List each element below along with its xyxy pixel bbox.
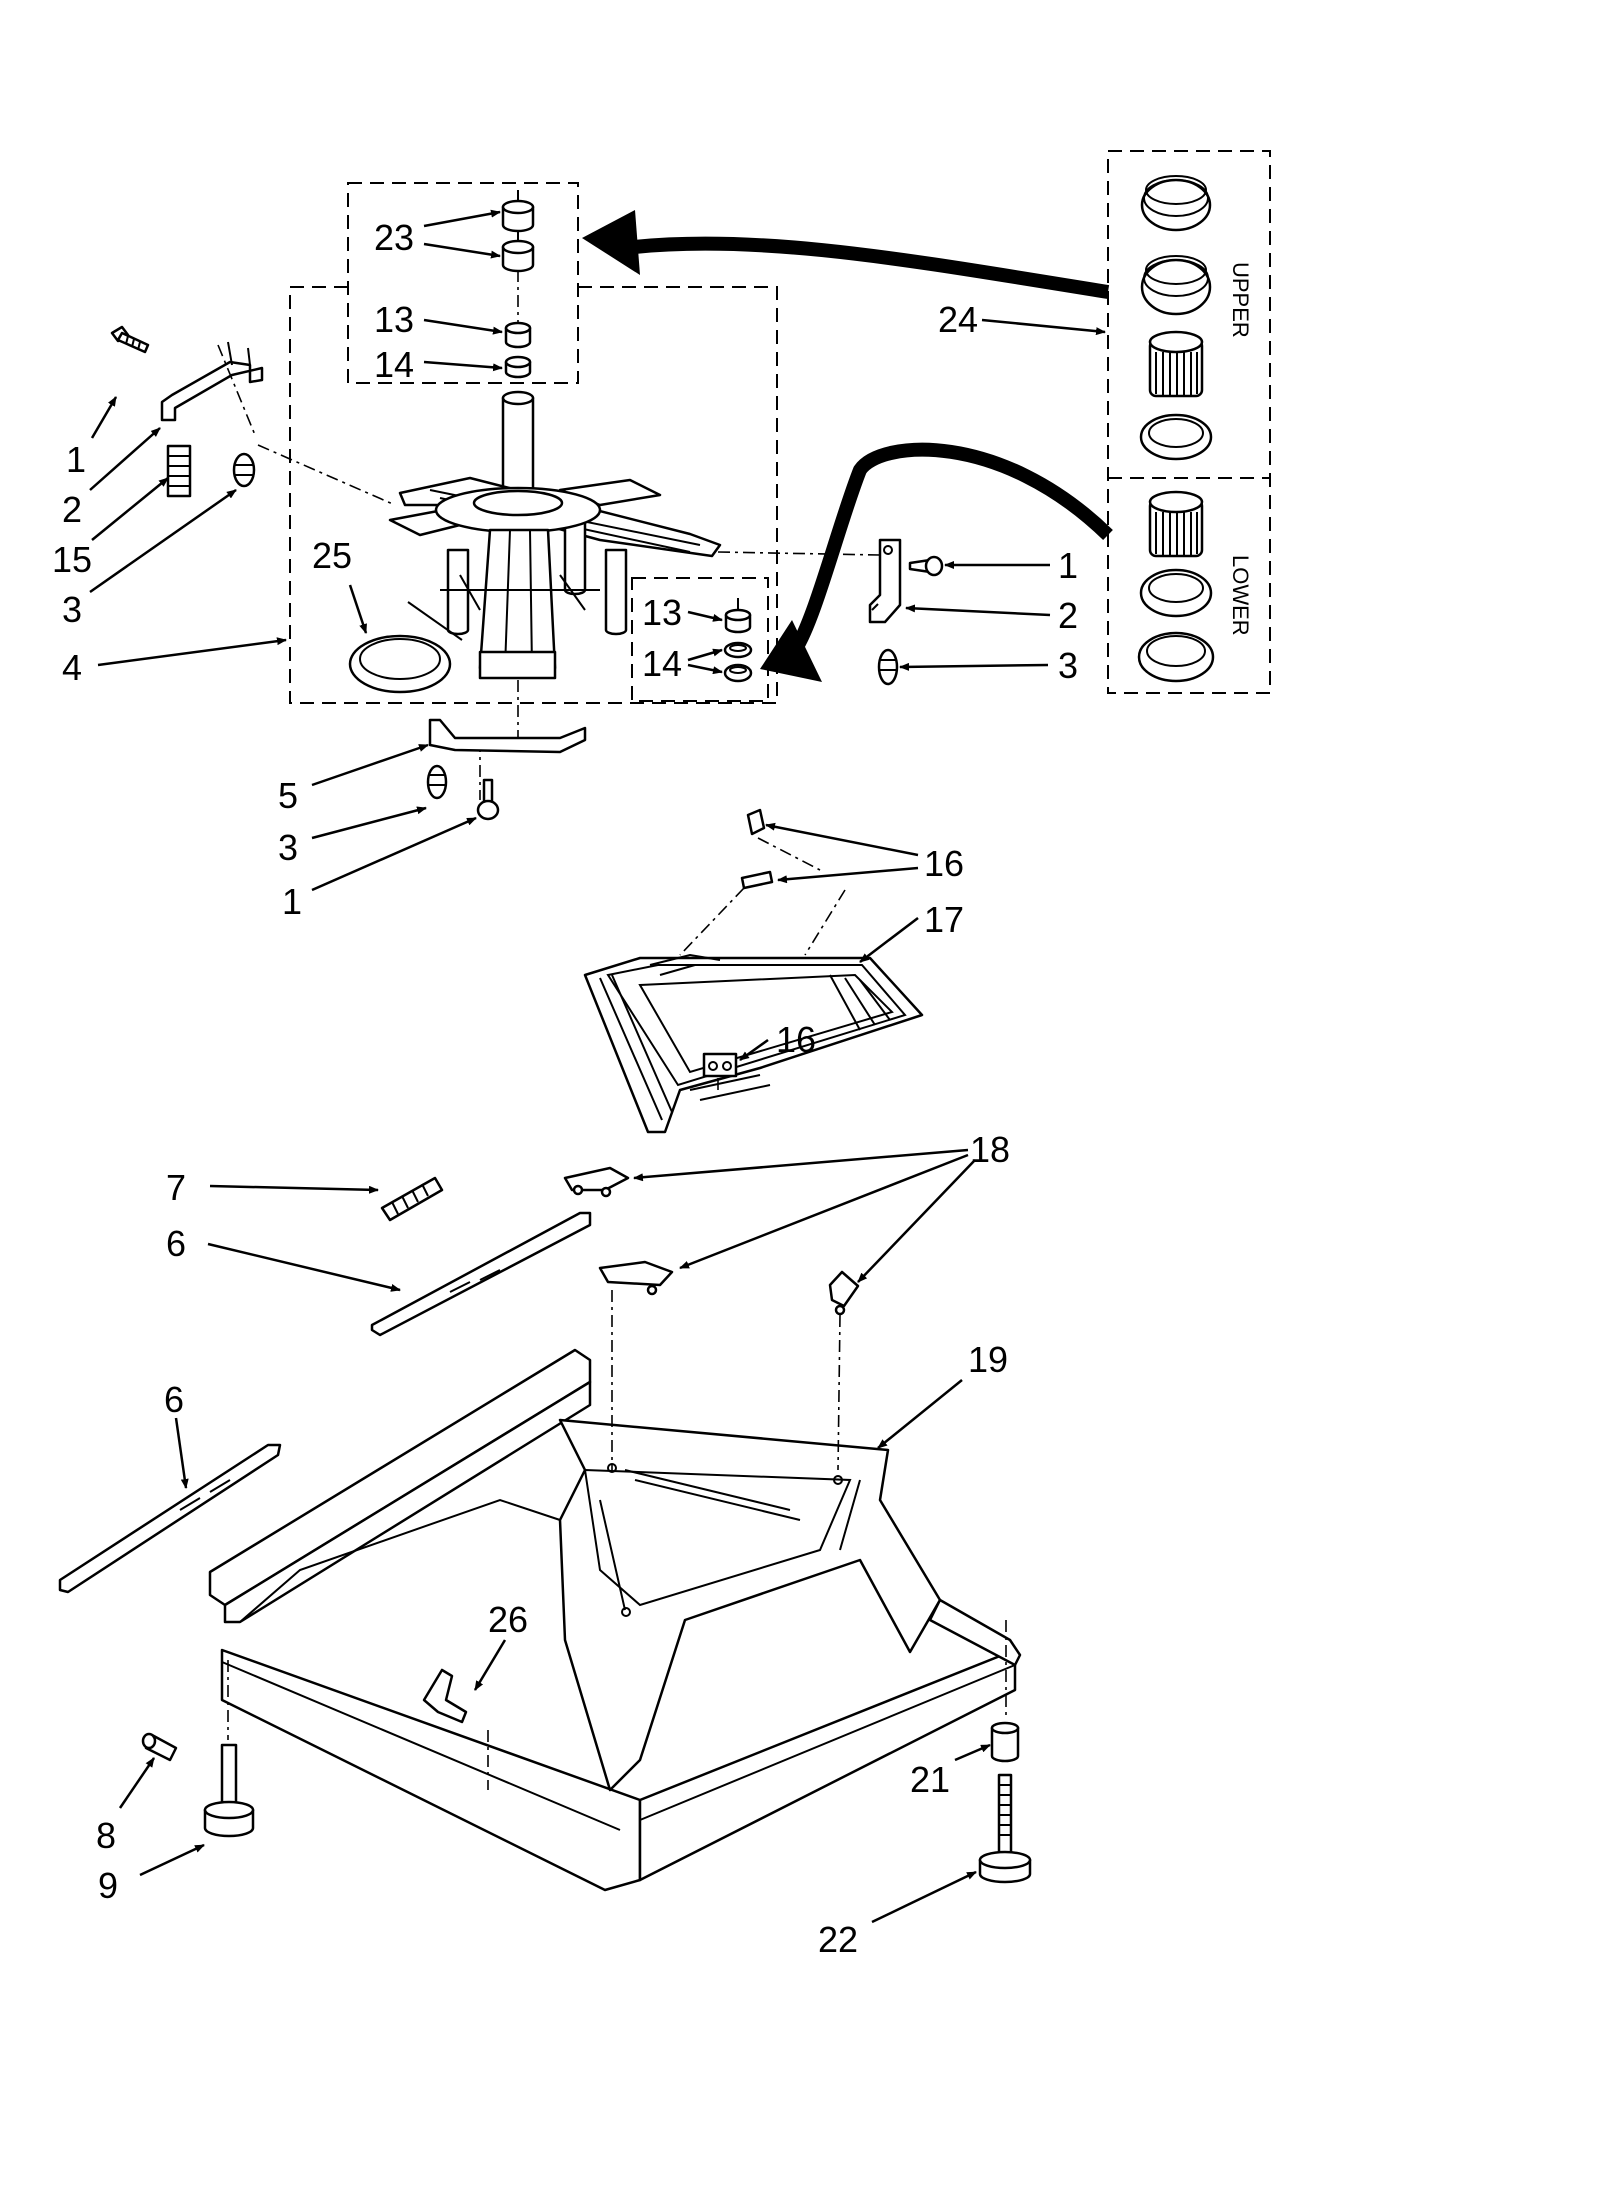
spring-7-icon [380,1176,444,1222]
hinge-18-mid-icon [598,1260,674,1296]
callout-3-left: 3 [62,589,82,630]
lower-washer-2-icon [1137,631,1215,683]
base-frame-19 [208,1290,1022,1892]
bracket-5-icon [428,718,587,754]
grommet-group-box-top [347,182,579,384]
spring-15-icon [166,444,192,498]
screw-1-bottom-icon [476,778,500,821]
callout-16-top: 16 [924,843,964,884]
callout-7: 7 [166,1167,186,1208]
grommet-group-box-right [631,577,769,702]
seal-ring-25-icon [348,601,463,694]
kit-upper-label: UPPER [1228,262,1253,338]
bushing-14-right-a-icon [723,641,753,659]
assembly-outlines [289,150,1271,704]
nut-21-icon [990,1721,1020,1763]
leg-22-icon [978,1773,1032,1884]
callout-2-left: 2 [62,489,82,530]
grommet-23-upper-icon [501,190,535,233]
grommet-23-lower-icon [501,232,535,273]
callout-1-right: 1 [1058,545,1078,586]
spider-hub [434,486,602,680]
bushing-13-top-icon [504,321,532,349]
callout-3-right: 3 [1058,645,1078,686]
bracket-2-right-icon [868,538,902,624]
callout-3-bottom: 3 [278,827,298,868]
callout-9: 9 [98,1865,118,1906]
callout-17: 17 [924,899,964,940]
clip-16-a-icon [746,808,766,836]
spring-3-bottom-icon [426,764,448,800]
spring-3-right-icon [877,648,899,686]
callout-14-top: 14 [374,344,414,385]
callout-23: 23 [374,217,414,258]
callout-6-upper: 6 [166,1223,186,1264]
bottom-bracket-group [426,718,587,821]
callout-25: 25 [312,535,352,576]
callout-6-lower: 6 [164,1379,184,1420]
screw-1-right-icon [908,555,944,577]
pin-8-icon [141,1732,178,1762]
callout-26: 26 [488,1599,528,1640]
kit-arrow-icon [582,210,1113,682]
bolt-1-left-icon [110,325,150,354]
strap-6-lower-icon [58,1443,282,1594]
mechanism-box [289,286,778,704]
lower-gear-bushing-icon [1148,490,1204,558]
callout-16-mid: 16 [776,1019,816,1060]
kit-lower-label: LOWER [1228,555,1253,636]
callout-4: 4 [62,647,82,688]
bushing-14-right-b-icon [723,663,753,683]
bracket-2-left-icon [160,341,264,422]
clip-16-c-icon [702,1052,738,1078]
bushing-14-top-icon [504,355,532,379]
right-bracket-group [868,538,944,686]
callout-22: 22 [818,1919,858,1960]
left-bracket-group [110,325,264,498]
callout-13-right: 13 [642,592,682,633]
callout-14-right: 14 [642,643,682,684]
leader-lines [89,209,1106,1924]
callout-1-bottom: 1 [282,881,302,922]
callout-13-top: 13 [374,299,414,340]
callout-8: 8 [96,1815,116,1856]
upper-washer-icon [1139,413,1213,461]
callout-18: 18 [970,1129,1010,1170]
callout-1-left: 1 [66,439,86,480]
callout-2-right: 2 [1058,595,1078,636]
leg-9-icon [203,1743,255,1838]
callout-24: 24 [938,299,978,340]
callout-19: 19 [968,1339,1008,1380]
upper-ring-2-icon [1140,255,1212,316]
lower-washer-1-icon [1139,568,1213,618]
clip-16-b-icon [740,870,774,890]
kit-panel: UPPER LOWER [1137,175,1253,683]
clip-16-icons [679,808,846,1095]
mechanism-assembly [257,190,881,800]
suspension-frame-17 [583,953,924,1134]
clip-26-icon [422,1668,468,1724]
callout-21: 21 [910,1759,950,1800]
hinge-18-right-icon [828,1270,860,1316]
callout-5: 5 [278,775,298,816]
callout-15: 15 [52,539,92,580]
spring-3-left-icon [232,452,256,488]
callout-labels: 1 2 15 3 4 23 13 14 25 13 14 1 2 3 24 5 … [52,217,1078,1960]
bushing-13-right-icon [724,598,752,634]
upper-ring-1-icon [1140,175,1212,232]
strap-6-upper-icon [370,1211,592,1337]
hinge-18-top-icon [563,1166,630,1198]
upper-gear-bushing-icon [1148,330,1204,398]
